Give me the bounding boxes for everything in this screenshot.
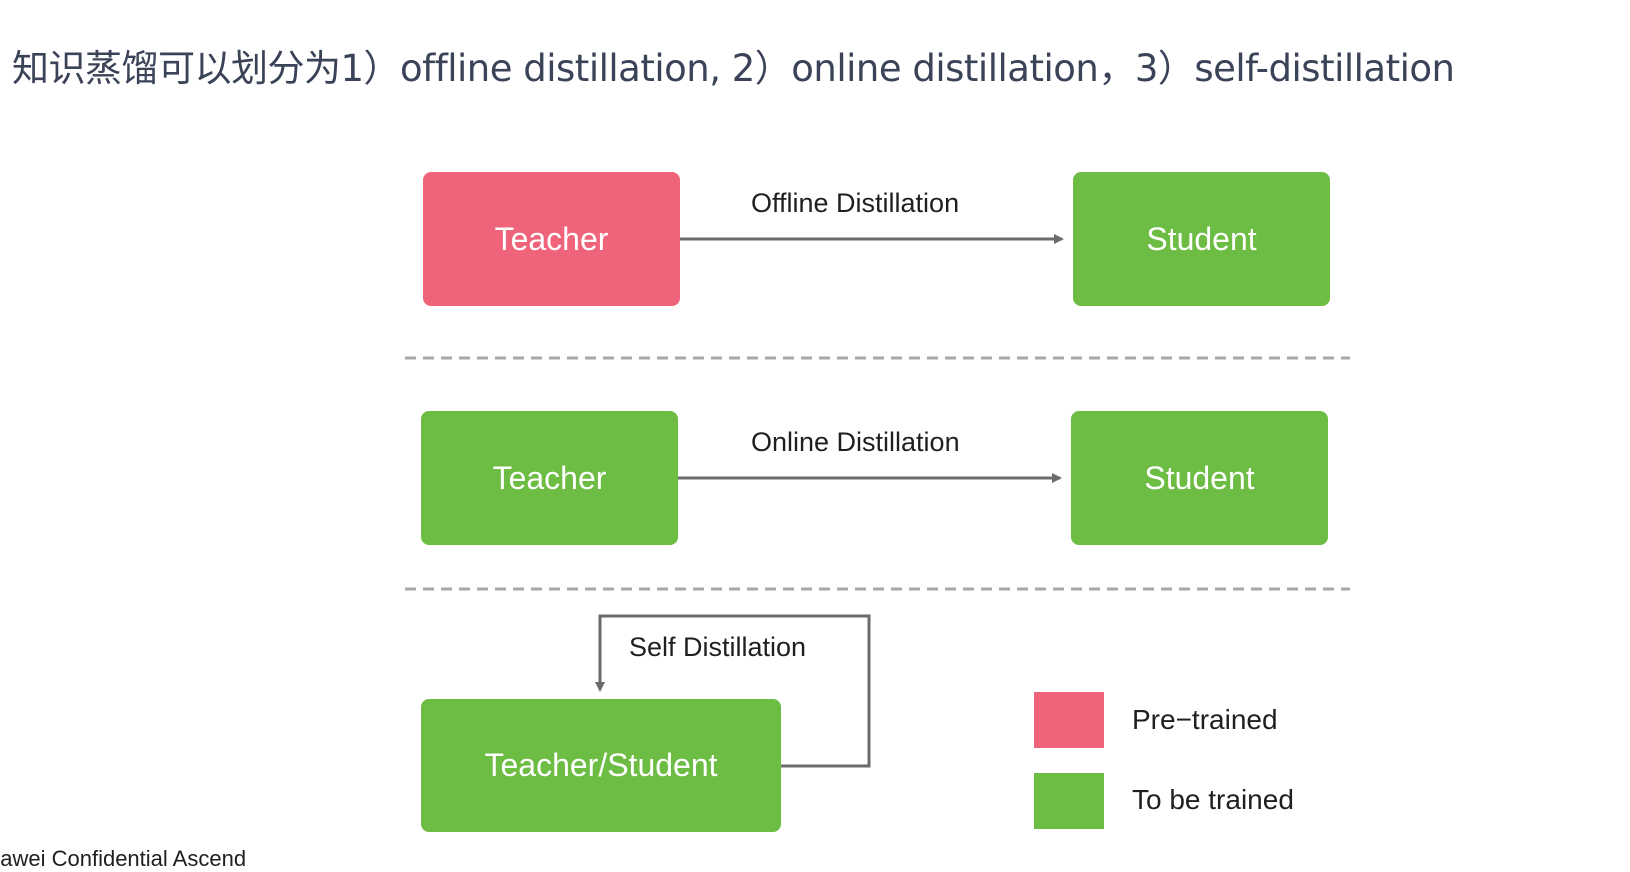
online-student-box: Student [1071,411,1328,545]
online-student-label: Student [1144,459,1255,496]
legend-swatch-pretrained [1034,692,1104,748]
self-edge-label: Self Distillation [629,632,807,662]
self-loop-arrow [595,614,871,768]
legend-label-to-be-trained: To be trained [1132,784,1294,815]
slide-title: 知识蒸馏可以划分为1）offline distillation, 2）onlin… [12,47,1455,90]
offline-edge-label: Offline Distillation [751,188,960,218]
online-teacher-box: Teacher [421,411,678,545]
legend-swatch-to-be-trained [1034,773,1104,829]
offline-teacher-box: Teacher [423,172,680,306]
offline-teacher-label: Teacher [494,220,609,257]
self-teacher-student-box: Teacher/Student [421,699,781,832]
footer-text: uawei Confidential Ascend [0,846,247,871]
offline-student-box: Student [1073,172,1330,306]
offline-student-label: Student [1146,220,1257,257]
online-edge-label: Online Distillation [751,427,960,457]
self-teacher-student-label: Teacher/Student [484,747,718,783]
legend-label-pretrained: Pre−trained [1132,704,1278,735]
online-teacher-label: Teacher [492,459,607,496]
